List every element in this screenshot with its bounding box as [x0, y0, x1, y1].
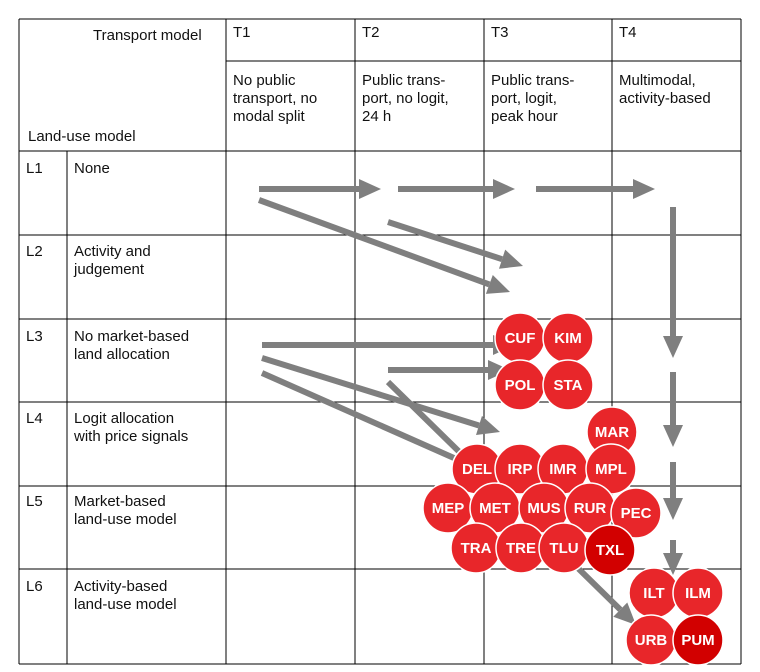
row-id-l1: L1 [26, 160, 43, 177]
model-code-label: TRA [461, 540, 492, 557]
arrow-t4-down-2 [663, 372, 683, 447]
arrow-l1-t1-t2 [259, 179, 381, 199]
arrow-l3-t2-t3 [388, 360, 510, 380]
model-code-label: DEL [462, 461, 492, 478]
row-desc-l1: None [74, 160, 110, 177]
row-id-l5: L5 [26, 493, 43, 510]
model-code-label: PEC [621, 505, 652, 522]
model-code-label: TXL [596, 542, 624, 559]
landuse-model-label: Land-use model [28, 128, 136, 145]
column-id-t4: T4 [619, 24, 637, 41]
model-kim: KIM [542, 312, 594, 364]
model-mpl: MPL [585, 443, 637, 495]
row-desc-l6: Activity-based land-use model [74, 578, 177, 613]
row-id-l6: L6 [26, 578, 43, 595]
row-desc-l2: Activity and judgement [74, 243, 151, 278]
arrow-t4-down-1 [663, 207, 683, 358]
model-code-label: ILT [643, 585, 664, 602]
model-circle [672, 614, 724, 666]
model-ilm: ILM [672, 567, 724, 619]
model-code-label: PUM [681, 632, 714, 649]
model-circle [542, 359, 594, 411]
model-code-label: MET [479, 500, 511, 517]
row-id-l2: L2 [26, 243, 43, 260]
model-del: DEL [451, 443, 503, 495]
column-id-t1: T1 [233, 24, 251, 41]
model-circle [584, 524, 636, 576]
model-code-label: ILM [685, 585, 711, 602]
model-ilt: ILT [628, 567, 680, 619]
model-tre: TRE [495, 522, 547, 574]
arrow-diag-l3-a [261, 355, 500, 436]
model-code-label: TRE [506, 540, 536, 557]
row-desc-l3: No market-based land allocation [74, 328, 190, 363]
arrow-t4-down-3 [663, 462, 683, 520]
model-circles: CUF KIM POL STA MAR DEL IRP IMR MPL MEP MET MUS RUR P… [422, 312, 724, 666]
model-code-label: KIM [554, 330, 582, 347]
column-desc-t1: No public transport, no modal split [233, 72, 318, 125]
model-pol: POL [494, 359, 546, 411]
model-urb: URB [625, 614, 677, 666]
model-tlu: TLU [538, 522, 590, 574]
arrow-t4-down-4 [663, 540, 683, 575]
model-txl: TXL [584, 524, 636, 576]
model-rur: RUR [564, 482, 616, 534]
row-desc-l5: Market-based land-use model [74, 493, 177, 528]
model-code-label: POL [505, 377, 536, 394]
model-code-label: MUS [527, 500, 560, 517]
model-code-label: MAR [595, 424, 629, 441]
arrow-diag-l1-to-l2-a [257, 197, 510, 294]
model-code-label: IMR [549, 461, 577, 478]
model-cuf: CUF [494, 312, 546, 364]
model-mar: MAR [586, 406, 638, 458]
column-desc-t3: Public trans- port, logit, peak hour [491, 72, 575, 125]
model-circle [610, 487, 662, 539]
arrow-diag-l1-to-l2-b [387, 219, 523, 269]
model-pum: PUM [672, 614, 724, 666]
model-pec: PEC [610, 487, 662, 539]
model-code-label: MEP [432, 500, 465, 517]
column-id-t2: T2 [362, 24, 380, 41]
arrow-l1-t3-t4 [536, 179, 655, 199]
model-code-label: IRP [507, 461, 532, 478]
model-code-label: STA [554, 377, 583, 394]
table-grid [18, 18, 742, 665]
model-code-label: TLU [549, 540, 578, 557]
column-desc-t4: Multimodal, activity-based [619, 72, 711, 107]
model-tra: TRA [450, 522, 502, 574]
model-irp: IRP [494, 443, 546, 495]
arrow-l1-t2-t3 [398, 179, 515, 199]
row-id-l4: L4 [26, 410, 43, 427]
model-code-label: CUF [505, 330, 536, 347]
model-code-label: URB [635, 632, 668, 649]
transport-model-label: Transport model [93, 27, 202, 44]
model-code-label: RUR [574, 500, 607, 517]
model-sta: STA [542, 359, 594, 411]
column-id-t3: T3 [491, 24, 509, 41]
arrow-l3-t1-t3 [262, 335, 515, 355]
row-id-l3: L3 [26, 328, 43, 345]
column-desc-t2: Public trans- port, no logit, 24 h [362, 72, 449, 125]
model-code-label: MPL [595, 461, 627, 478]
row-desc-l4: Logit allocation with price signals [74, 410, 189, 445]
